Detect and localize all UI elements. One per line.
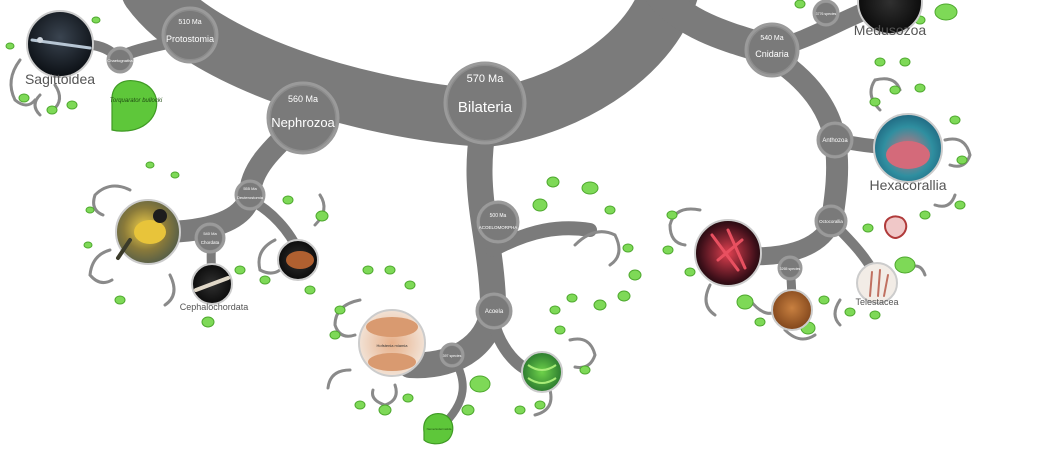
leaf-nemertodermatida-label: Nemertodermatida [427, 427, 452, 431]
node-octocorallia[interactable]: Octocorallia [814, 204, 848, 238]
photo-brown-worm[interactable] [277, 239, 319, 281]
node-medusozoa-species[interactable]: 3776 species [812, 0, 840, 27]
node-nephrozoa-age: 560 Ma [288, 94, 318, 104]
photo-sagittoidea[interactable]: Sagittoidea [25, 10, 95, 87]
photo-green-acoel[interactable] [521, 351, 563, 393]
node-protostomia-age: 510 Ma [178, 19, 201, 26]
leaf-torquaratoridae-label: Torquarator bullocki [110, 98, 163, 104]
node-acoela[interactable]: Acoela [475, 292, 513, 330]
node-nephrozoa[interactable]: 560 Ma Nephrozoa [266, 81, 340, 155]
node-acoelomorpha-name: ACOELOMORPHA [479, 225, 518, 230]
node-chaetognatha[interactable]: Chaetognatha [106, 46, 134, 74]
clade-medusozoa: Medusozoa [854, 22, 927, 38]
node-cnidaria[interactable]: 540 Ma Cnidaria [744, 22, 800, 78]
node-bilateria-name: Bilateria [458, 99, 513, 116]
node-chordata-age: 540 Ma [203, 231, 217, 236]
clade-telestacea: Telestacea [855, 297, 898, 307]
photo-yellow-bird[interactable] [115, 199, 181, 265]
fractal-fringes [9, 58, 972, 417]
node-chordata[interactable]: 540 Ma Chordata [194, 222, 226, 254]
leaf-nemertodermatida[interactable]: Nemertodermatida [423, 413, 454, 445]
node-deuterostomia[interactable]: 555 Ma Deuterostomia [234, 179, 266, 211]
clade-cephalochordata: Cephalochordata [180, 302, 249, 312]
photo-cephalochordata[interactable]: Cephalochordata [180, 263, 249, 312]
node-acoela-species-name: 397 species [443, 354, 462, 358]
node-acoelomorpha[interactable]: 500 Ma ACOELOMORPHA [476, 200, 520, 244]
photo-brown-coral[interactable] [771, 289, 813, 331]
node-protostomia[interactable]: 510 Ma Protostomia [161, 6, 219, 64]
photo-hexacorallia[interactable]: Hexacorallia [869, 113, 947, 193]
node-cnidaria-age: 540 Ma [760, 35, 783, 42]
clade-hexacorallia: Hexacorallia [869, 177, 946, 193]
node-bilateria-age: 570 Ma [467, 73, 505, 85]
node-chaetognatha-name: Chaetognatha [107, 58, 133, 63]
node-octocorallia-species-name: 3265 species [780, 267, 801, 271]
node-deuterostomia-age: 555 Ma [243, 186, 257, 191]
photo-caption: Hofstenia miamia [377, 343, 409, 348]
leaf-torquaratoridae[interactable]: Torquarator bullocki [110, 80, 163, 132]
node-deuterostomia-name: Deuterostomia [237, 195, 264, 200]
photo-flatworm[interactable]: Hofstenia miamia [358, 309, 426, 377]
node-anthozoa[interactable]: Anthozoa [816, 121, 854, 159]
photo-red-coral[interactable] [694, 219, 762, 287]
node-octocorallia-name: Octocorallia [819, 219, 843, 224]
clade-sagittoidea: Sagittoidea [25, 71, 95, 87]
node-nephrozoa-name: Nephrozoa [271, 115, 335, 130]
node-protostomia-name: Protostomia [166, 34, 214, 44]
node-bilateria[interactable]: 570 Ma Bilateria [443, 61, 527, 145]
photo-medusozoa[interactable]: Medusozoa [854, 0, 927, 38]
node-acoela-name: Acoela [485, 309, 504, 315]
node-acoela-species[interactable]: 397 species [439, 342, 465, 368]
leaf-red-tip[interactable] [883, 215, 908, 240]
node-acoelomorpha-age: 500 Ma [490, 213, 507, 219]
photo-telestacea[interactable]: Telestacea [855, 262, 899, 307]
node-anthozoa-name: Anthozoa [822, 138, 848, 144]
node-cnidaria-name: Cnidaria [755, 49, 789, 59]
node-octocorallia-species[interactable]: 3265 species [777, 255, 803, 281]
node-medusozoa-species-name: 3776 species [816, 12, 837, 16]
node-chordata-name: Chordata [201, 240, 220, 245]
